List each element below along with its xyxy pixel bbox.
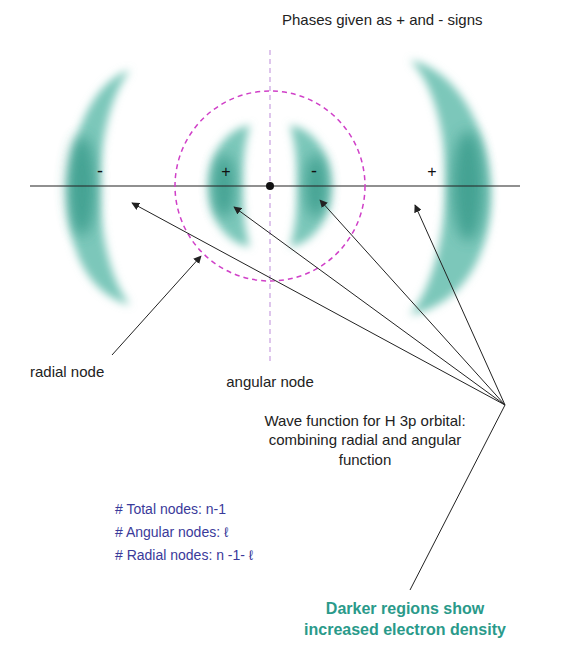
density-note: Darker regions show increased electron d… [293,599,518,641]
phase-note: Phases given as + and - signs [282,10,483,30]
x-axis [30,185,520,186]
nucleus-dot [266,182,274,190]
orbital-lobes [68,60,491,315]
node-rule: # Angular nodes: ℓ [115,523,229,541]
leader-lines [112,200,505,590]
phase-sign: - [97,160,103,183]
phase-sign: + [427,162,436,183]
angular-node-line [269,50,270,362]
phase-sign: - [311,160,317,183]
node-rule: # Radial nodes: n -1- ℓ [115,546,253,564]
node-rule: # Total nodes: n-1 [115,500,226,518]
orbital-description: Wave function for H 3p orbital: combinin… [254,411,476,470]
radial-node-label: radial node [30,362,104,382]
angular-node-label: angular node [226,372,314,392]
phase-sign: + [221,162,230,183]
radial-node-circle [175,91,365,281]
